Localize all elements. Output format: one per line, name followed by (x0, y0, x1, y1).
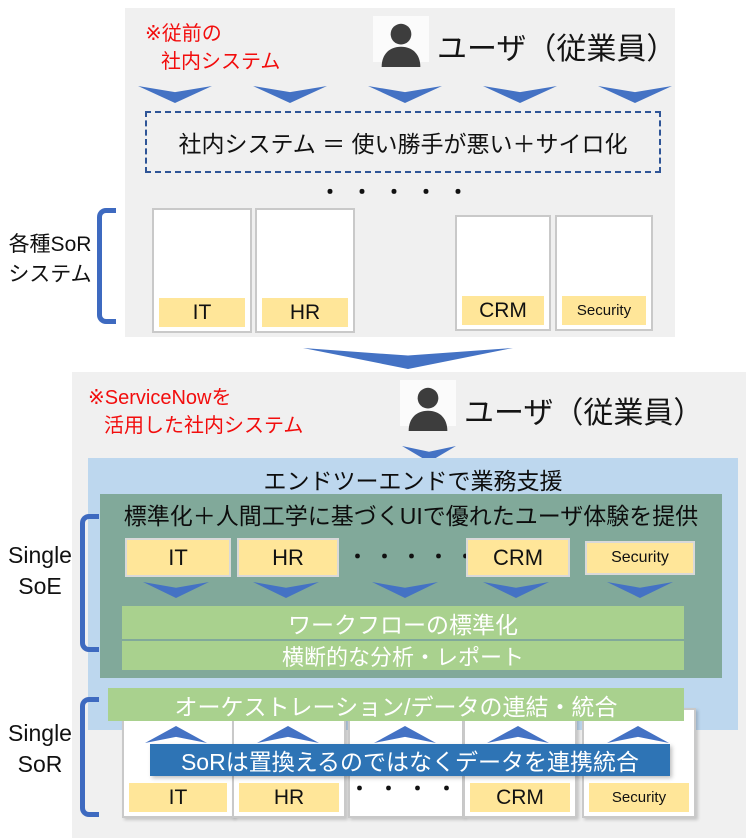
end-to-end-container: エンドツーエンドで業務支援 標準化＋人間工学に基づくUIで優れたユーザ体験を提供… (88, 458, 738, 730)
legacy-note: ※従前の社内システム (145, 20, 280, 76)
legacy-system-label-security: Security (562, 296, 646, 325)
soe-ui-title: 標準化＋人間工学に基づくUIで優れたユーザ体験を提供 (123, 503, 699, 529)
legacy-system-box-crm: CRM (455, 215, 551, 331)
down-arrow-icon (598, 86, 672, 103)
legacy-bracket-icon (97, 208, 116, 324)
end-to-end-title: エンドツーエンドで業務支援 (263, 468, 563, 494)
soe-ellipsis: ・・・・・ (348, 547, 484, 568)
legacy-side-label-line2: システム (8, 263, 92, 286)
legacy-side-label-line1: 各種SoR (8, 233, 92, 256)
sor-ellipsis: ・・・・・ (350, 779, 496, 800)
legacy-system-label-crm: CRM (462, 296, 544, 325)
down-arrow-icon (372, 582, 438, 598)
legacy-note-line2: 社内システム (161, 51, 281, 73)
orchestration-label: オーケストレーション/データの連結・統合 (174, 693, 618, 720)
legacy-side-label: 各種SoR システム (2, 230, 98, 290)
legacy-section: ※従前の社内システム ユーザ（従業員） 社内システム ＝ 使い勝手が悪い＋サイロ… (125, 8, 677, 337)
legacy-system-box-security: Security (555, 215, 653, 331)
sor-bracket-icon (80, 697, 99, 817)
transition-arrow-icon (303, 348, 513, 369)
legacy-system-box-it: IT (152, 208, 252, 333)
legacy-problem-text: 社内システム ＝ 使い勝手が悪い＋サイロ化 (178, 131, 628, 157)
sor-system-label-security: Security (589, 783, 689, 812)
servicenow-section: ※ServiceNowを活用した社内システム ユーザ（従業員） エンドツーエンド… (72, 372, 746, 838)
modern-note: ※ServiceNowを活用した社内システム (88, 384, 303, 440)
soe-system-crm: CRM (466, 538, 570, 577)
down-arrow-icon (607, 582, 673, 598)
user-icon (408, 387, 448, 431)
sor-banner-label: SoRは置換えるのではなくデータを連携統合 (180, 749, 640, 775)
soe-workflow-label: ワークフローの標準化 (288, 611, 518, 638)
sor-side-label-line2: SoR (17, 751, 63, 777)
soe-bracket-icon (80, 514, 99, 652)
down-arrow-icon (253, 86, 327, 103)
sor-system-label-it: IT (129, 783, 227, 812)
legacy-system-label-hr: HR (262, 298, 348, 327)
soe-analytics-label: 横断的な分析・レポート (281, 644, 524, 670)
soe-side-label-line2: SoE (18, 573, 62, 599)
down-arrow-icon (368, 86, 442, 103)
soe-system-it: IT (125, 538, 231, 577)
down-arrow-icon (138, 86, 212, 103)
legacy-note-line1: ※従前の (145, 23, 222, 45)
soe-analytics-bar: 横断的な分析・レポート (122, 641, 684, 670)
soe-container: 標準化＋人間工学に基づくUIで優れたユーザ体験を提供 IT HR ・・・・・ C… (100, 494, 722, 678)
legacy-ellipsis: ・・・・・ (320, 182, 480, 204)
modern-note-line1: ※ServiceNowを (88, 387, 232, 409)
down-arrow-icon (483, 86, 557, 103)
down-arrow-icon (253, 582, 319, 598)
down-arrow-icon (483, 582, 549, 598)
legacy-user-label: ユーザ（従業員） (437, 33, 677, 66)
sor-system-label-crm: CRM (470, 783, 570, 812)
legacy-system-label-it: IT (159, 298, 245, 327)
soe-workflow-bar: ワークフローの標準化 (122, 606, 684, 639)
sor-system-label-hr: HR (239, 783, 339, 812)
sor-side-label-line1: Single (8, 720, 72, 746)
soe-system-security: Security (585, 541, 695, 575)
legacy-problem-box: 社内システム ＝ 使い勝手が悪い＋サイロ化 (145, 111, 661, 173)
sor-banner: SoRは置換えるのではなくデータを連携統合 (150, 744, 670, 776)
soe-system-hr: HR (237, 538, 339, 577)
modern-user-label: ユーザ（従業員） (464, 397, 704, 430)
down-arrow-icon (143, 582, 209, 598)
modern-note-line2: 活用した社内システム (104, 415, 304, 437)
legacy-system-box-hr: HR (255, 208, 355, 333)
soe-side-label-line1: Single (8, 542, 72, 568)
user-icon (381, 23, 421, 67)
orchestration-bar: オーケストレーション/データの連結・統合 (108, 688, 684, 721)
